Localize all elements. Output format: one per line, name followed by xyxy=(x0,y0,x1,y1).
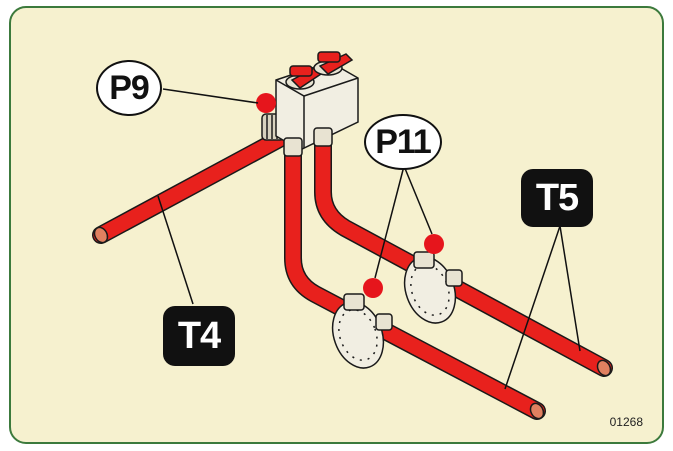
manifold-valve xyxy=(261,51,359,157)
pipe-t5-right xyxy=(314,131,613,377)
label-t4: T4 xyxy=(163,306,235,366)
marker-p11-lower xyxy=(363,278,383,298)
marker-p9 xyxy=(256,93,276,113)
label-t5: T5 xyxy=(521,169,593,227)
reference-number: 01268 xyxy=(609,415,643,429)
valve-p11-lower xyxy=(331,293,393,369)
marker-p11-upper xyxy=(424,234,444,254)
label-p11: P11 xyxy=(364,114,442,170)
label-p9: P9 xyxy=(96,60,162,116)
leader-lines xyxy=(157,88,581,390)
valve-p11-upper xyxy=(403,251,463,324)
pipe-t4 xyxy=(92,128,292,244)
pipe-t5-left xyxy=(284,139,546,420)
